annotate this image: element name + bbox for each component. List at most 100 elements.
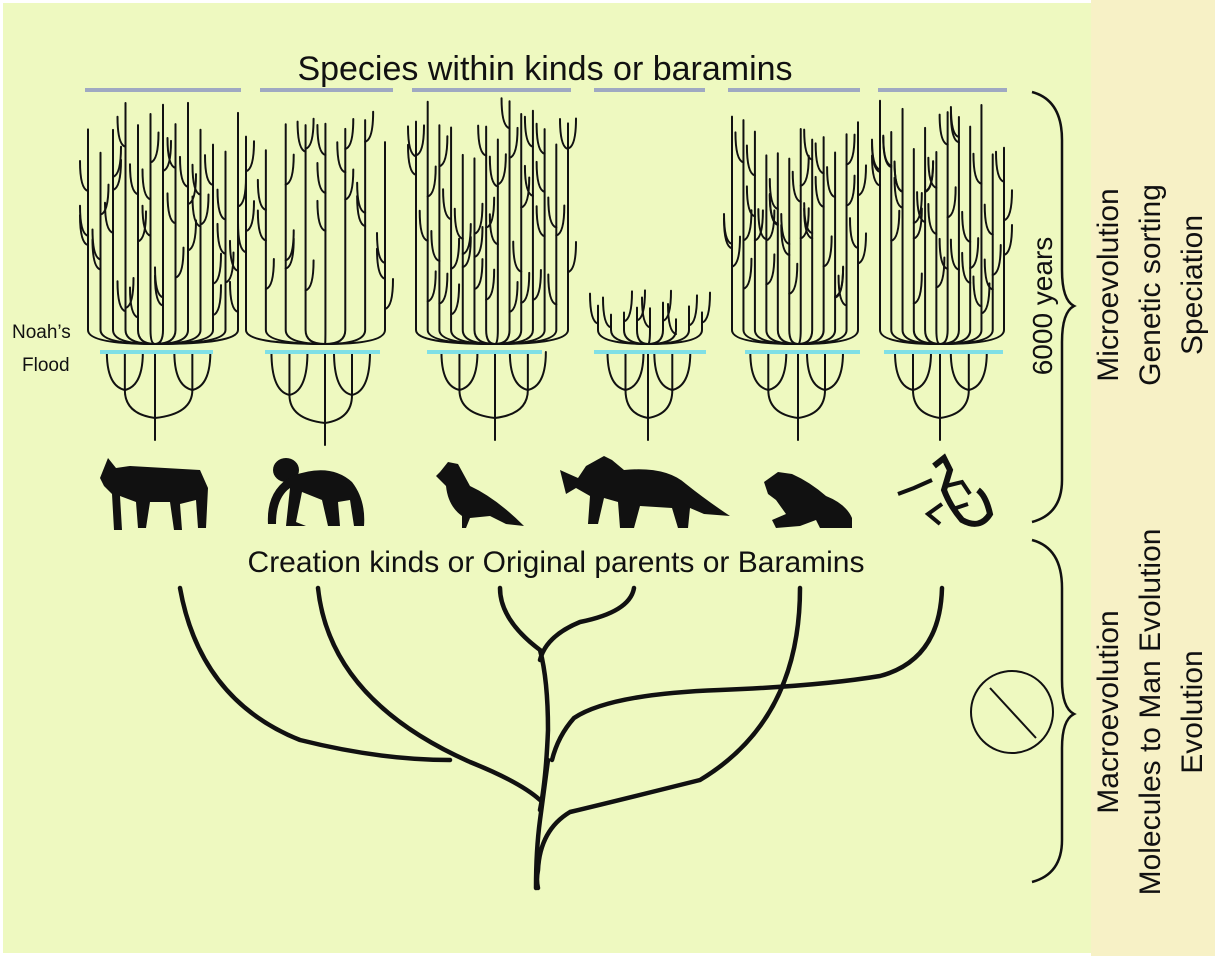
tree-fork (985, 260, 993, 290)
tree-fork (151, 133, 159, 163)
tree-fork (801, 156, 809, 186)
tree-fork (689, 295, 697, 325)
tree-fork (537, 124, 545, 154)
macro-line-2: Molecules to Man Evolution (1134, 529, 1167, 896)
tree-fork (793, 172, 801, 202)
tree-branch (107, 352, 125, 390)
tree-fork (624, 291, 632, 321)
tree-stem (940, 105, 981, 344)
tree-fork (962, 212, 970, 242)
flood-label-1: Noah’s (12, 322, 71, 343)
tree-fork (928, 204, 936, 234)
tree-fork (850, 218, 858, 248)
tree-fork (973, 276, 981, 306)
tree-fork (205, 155, 213, 185)
tree-fork (914, 273, 922, 303)
tree-fork (525, 117, 533, 147)
micro-line-1: Microevolution (1092, 188, 1125, 381)
tree-fork (317, 201, 325, 231)
tree-fork (816, 143, 824, 173)
tree-fork (443, 189, 451, 219)
tree-fork (747, 186, 755, 216)
tree-fork (816, 177, 824, 207)
species-trees (80, 98, 1012, 445)
tree-branch (528, 352, 546, 390)
tree-fork (603, 297, 611, 327)
tree-fork (213, 254, 221, 284)
tree-fork (258, 210, 266, 240)
tree-branch (951, 352, 969, 390)
tree-fork (266, 259, 274, 289)
tree-fork (317, 163, 325, 193)
tree-branch (495, 390, 528, 418)
tree-fork (490, 157, 498, 187)
tree-fork (439, 136, 447, 166)
tree-fork (385, 279, 393, 309)
tree-fork (513, 242, 521, 272)
tree-fork (981, 283, 989, 313)
tree-fork (317, 125, 325, 155)
tree-fork (743, 259, 751, 289)
evo-trunk (536, 760, 548, 888)
tree-stem (325, 142, 385, 344)
tree-fork (238, 177, 246, 207)
tree-fork (962, 253, 970, 283)
tree-branch (940, 390, 969, 418)
tree-branch (125, 390, 155, 418)
tree-branch (510, 352, 528, 390)
tree-fork (973, 154, 981, 184)
tree-fork (847, 176, 855, 206)
tree-fork (246, 141, 254, 171)
tree-fork (337, 142, 345, 172)
tree-fork (948, 187, 956, 217)
tree-stem (940, 117, 959, 344)
tree-fork (478, 126, 486, 156)
tree-stem (798, 134, 847, 344)
tree-fork (451, 239, 459, 269)
tree-stem (155, 103, 188, 344)
evolution-tree (180, 588, 942, 888)
tree-stem (798, 129, 801, 344)
triceratops-icon (560, 456, 730, 528)
tree-stem (428, 102, 495, 344)
tree-fork (951, 240, 959, 270)
tree-fork (238, 222, 246, 252)
tree-stem (495, 114, 521, 344)
tree-fork (486, 270, 494, 300)
tree-branch (125, 352, 143, 390)
creation-label: Creation kinds or Original parents or Ba… (248, 546, 865, 579)
tree-stem (101, 153, 156, 344)
tree-stem (925, 128, 940, 344)
tree-branch (334, 352, 352, 395)
tree-stem (306, 125, 325, 344)
tree-fork (226, 253, 234, 283)
animal-silhouettes (100, 456, 990, 530)
braces (1032, 92, 1074, 882)
tree-fork (118, 117, 126, 147)
wolf-icon (100, 458, 208, 530)
tree-fork (193, 196, 201, 226)
tree-fork (642, 298, 650, 328)
tree-stem (325, 129, 345, 344)
tree-branch (768, 352, 786, 390)
tree-fork (180, 157, 188, 187)
tree-fork (996, 152, 1004, 182)
tree-branch (913, 352, 931, 390)
evo-branch-triceratops (540, 588, 634, 660)
tree-fork (521, 273, 529, 303)
tree-fork (985, 205, 993, 235)
tree-fork (498, 154, 506, 184)
tree-fork (306, 119, 314, 149)
tree-stem (940, 148, 1004, 344)
tree-stem (732, 117, 798, 344)
tree-branch (325, 395, 352, 423)
tree-fork (201, 194, 209, 224)
tree-branch (825, 352, 843, 390)
micro-line-3: Speciation (1176, 215, 1209, 355)
tree-branch (459, 390, 495, 418)
tree-fork (130, 164, 138, 194)
tree-fork (533, 270, 541, 300)
tree-fork (732, 237, 740, 267)
tree-fork (858, 165, 866, 195)
